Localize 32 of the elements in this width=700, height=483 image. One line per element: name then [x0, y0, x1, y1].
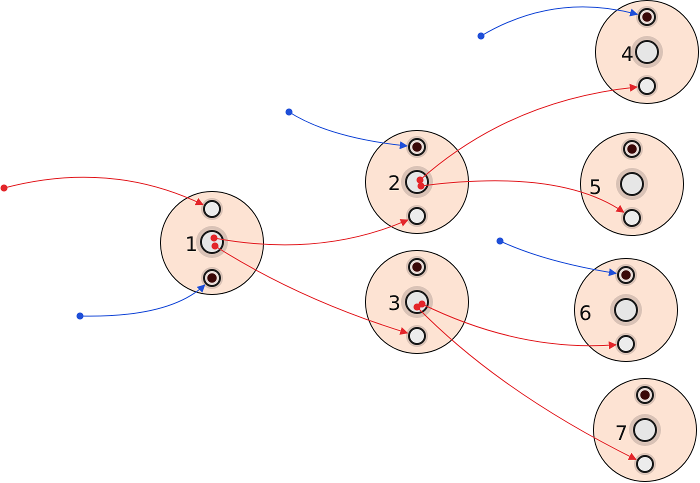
socket-icon [636, 454, 654, 473]
disk-number: 6 [579, 302, 592, 324]
patch-cable [418, 180, 624, 213]
patch-cable [416, 84, 638, 184]
socket-icon [408, 326, 426, 345]
patch-cable [496, 238, 617, 276]
disk-number: 3 [388, 292, 401, 314]
socket-icon [622, 140, 641, 158]
disk-number: 5 [589, 176, 602, 198]
socket-icon [202, 200, 221, 218]
patch-cable [76, 284, 206, 320]
disk-number: 4 [621, 43, 634, 65]
socket-icon [408, 206, 426, 225]
socket-icon [408, 138, 426, 156]
disk-number: 1 [185, 233, 198, 255]
patch-cable [210, 218, 409, 246]
socket-icon [638, 76, 656, 95]
patch-cable [286, 108, 408, 150]
socket-icon [638, 8, 656, 26]
patch-cable [414, 304, 637, 460]
socket-icon [202, 268, 221, 287]
socket-icon [616, 266, 635, 284]
patch-cable [418, 300, 617, 350]
socket-icon [636, 386, 654, 404]
patch-cable [478, 6, 638, 40]
disk-number: 7 [615, 422, 628, 444]
patch-cable [0, 176, 204, 206]
disk-number: 2 [388, 172, 401, 194]
socket-icon [408, 258, 426, 276]
socket-icon [622, 208, 641, 227]
socket-icon [616, 334, 635, 353]
patch-cable [212, 242, 408, 335]
